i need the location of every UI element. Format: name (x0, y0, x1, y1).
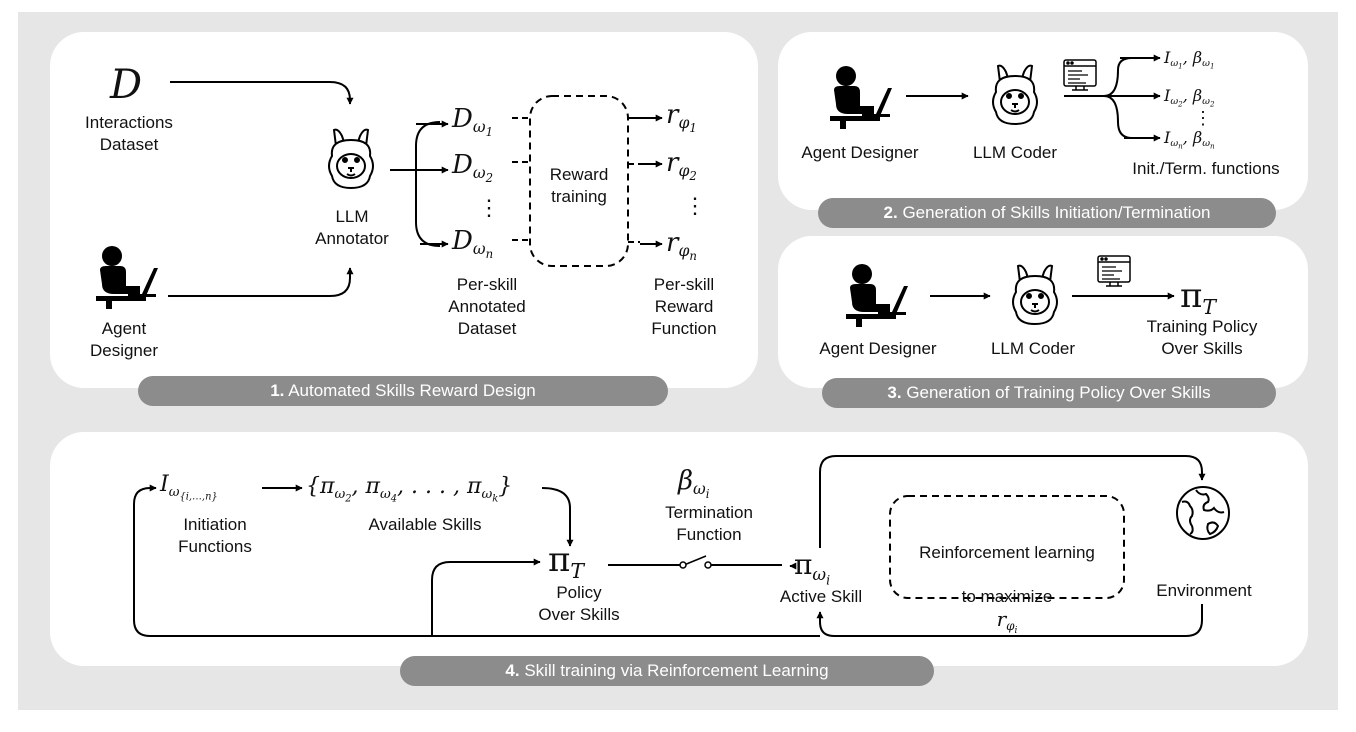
reward-phi-i: rφi (996, 607, 1018, 637)
rl-box (889, 495, 1125, 599)
termination-label: Termination Function (665, 503, 753, 544)
termination-beta: βωi (678, 466, 710, 502)
annotated-dataset-label: Per-skill Annotated Dataset (448, 275, 526, 338)
person-at-laptop-icon (842, 264, 918, 333)
banner-text: Generation of Skills Initiation/Terminat… (902, 203, 1211, 222)
dataset-omega-2: Dω2 (452, 150, 494, 186)
policy-pi-t-3: πT (1180, 276, 1216, 320)
designer-label-2: Agent Designer (801, 143, 919, 162)
initiation-symbol: Iω{i,…,n} (160, 472, 218, 503)
banner-number: 2. (883, 203, 898, 222)
code-window-icon (1096, 254, 1132, 293)
arrow-environment-to-active (816, 604, 1203, 637)
banner-training-policy: 3. Generation of Training Policy Over Sk… (822, 378, 1276, 408)
init-term-1: Iω1, βω1 (1164, 48, 1215, 71)
coder-label-2: LLM Coder (972, 143, 1058, 162)
dataset-symbol: D (110, 62, 143, 108)
llama-icon (986, 62, 1044, 131)
reward-training-label: Reward training (549, 165, 609, 206)
person-at-laptop-icon (92, 246, 168, 315)
dataset-omega-n: Dωn (452, 226, 494, 262)
rl-label-line1: Reinforcement learning (919, 543, 1095, 562)
active-skill-pi: πωi (794, 548, 831, 588)
policy-label-4: Policy Over Skills (538, 583, 620, 624)
panel-reward-design (50, 32, 758, 388)
banner-text: Generation of Training Policy Over Skill… (906, 383, 1211, 402)
coder-label-3: LLM Coder (990, 339, 1076, 358)
vdots-2: ⋮ (684, 194, 706, 219)
init-term-2: Iω2, βω2 (1164, 86, 1215, 109)
llama-icon (322, 126, 380, 195)
person-at-laptop-icon (826, 66, 902, 135)
vdots-3: ⋮ (1194, 108, 1212, 129)
panel-skill-training (50, 432, 1308, 666)
arrow-active-to-environment (819, 455, 1206, 548)
initiation-label: Initiation Functions (178, 515, 252, 556)
banner-number: 4. (505, 661, 520, 680)
reward-function-label: Per-skill Reward Function (651, 275, 717, 338)
reward-phi-1: rφ1 (666, 100, 697, 136)
arrow-designer-to-annotator (168, 267, 354, 297)
reward-training-box (529, 95, 629, 267)
policy-pi-t-4: πT (548, 540, 584, 584)
termination-switch (683, 555, 707, 566)
arrow-dataset-to-annotator (170, 81, 354, 105)
branch-bracket (415, 121, 441, 247)
rl-label-line2: to maximize (961, 587, 1053, 606)
init-term-n: Iωn, βωn (1164, 128, 1215, 151)
banner-number: 1. (270, 381, 285, 400)
designer-label-1: Agent Designer (89, 319, 159, 360)
arrow-loop-to-policy (431, 558, 541, 636)
reward-phi-n: rφn (666, 228, 697, 264)
policy-label-3: Training Policy Over Skills (1146, 317, 1258, 358)
functions-label: Init./Term. functions (1132, 159, 1280, 178)
banner-text: Automated Skills Reward Design (288, 381, 536, 400)
banner-reward-design: 1. Automated Skills Reward Design (138, 376, 668, 406)
banner-skill-training: 4. Skill training via Reinforcement Lear… (400, 656, 934, 686)
vdots-1: ⋮ (478, 196, 500, 221)
banner-number: 3. (887, 383, 902, 402)
rl-label: Reinforcement learning to maximize rφi (894, 520, 1120, 642)
environment-label: Environment (1156, 581, 1252, 600)
dataset-label: Interactions Dataset (85, 113, 173, 154)
annotator-label: LLM Annotator (315, 207, 389, 248)
feedback-loop-to-initiation (133, 484, 820, 637)
designer-label-3: Agent Designer (819, 339, 937, 358)
code-window-icon (1062, 58, 1098, 97)
reward-phi-2: rφ2 (666, 148, 697, 184)
available-label: Available Skills (368, 515, 482, 534)
active-label: Active Skill (779, 587, 863, 606)
available-skills-set: {πω2, πω4, . . . , πωk} (306, 474, 513, 505)
banner-init-term: 2. Generation of Skills Initiation/Termi… (818, 198, 1276, 228)
banner-text: Skill training via Reinforcement Learnin… (524, 661, 829, 680)
arrow-available-to-policy (541, 487, 574, 547)
dataset-omega-1: Dω1 (452, 104, 494, 140)
llama-icon (1006, 262, 1064, 331)
globe-icon (1174, 484, 1232, 547)
